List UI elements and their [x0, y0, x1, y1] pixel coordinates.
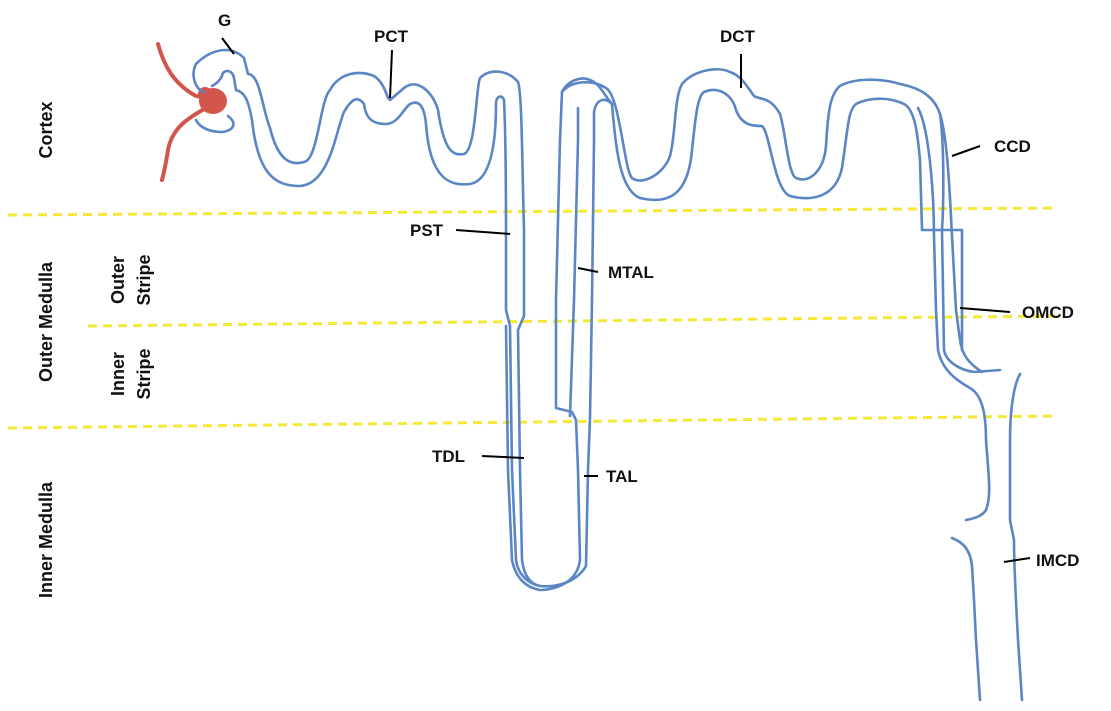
label-dct: DCT — [720, 27, 756, 46]
pct-tubule-outer — [196, 50, 590, 586]
label-mtal: MTAL — [608, 263, 654, 282]
imcd-left-wall — [1010, 374, 1022, 700]
imcd-right-wall — [952, 538, 980, 700]
label-omcd: OMCD — [1022, 303, 1074, 322]
g-leader — [222, 38, 234, 54]
ccd-leader — [952, 146, 980, 156]
label-imcd: IMCD — [1036, 551, 1079, 570]
mtal-inner-channel — [570, 108, 578, 416]
pct-tubule-inner — [222, 71, 540, 586]
mtal-inner-wall — [556, 79, 612, 421]
pst-leader — [456, 230, 510, 234]
efferent-arteriole — [162, 108, 206, 180]
zone-label-inner-medulla: Inner Medulla — [36, 481, 56, 598]
mtal-outer-wall — [590, 100, 612, 418]
zone-label-inner-stripe-1: Inner — [108, 352, 128, 396]
label-pct: PCT — [374, 27, 409, 46]
imcd-leader — [1004, 558, 1030, 562]
label-g: G — [218, 11, 231, 30]
label-tal: TAL — [606, 467, 638, 486]
omcd-leader — [960, 308, 1010, 312]
zone-label-outer-stripe-1: Outer — [108, 256, 128, 304]
ccd-inner-wall — [918, 108, 989, 520]
pct-leader — [390, 50, 392, 98]
cortex-medulla-boundary — [8, 208, 1058, 215]
zone-label-outer-stripe-2: Stripe — [134, 254, 154, 305]
tal-thin-limb — [542, 420, 580, 590]
label-pst: PST — [410, 221, 444, 240]
zone-label-inner-stripe-2: Stripe — [134, 348, 154, 399]
mtal-leader — [578, 268, 598, 272]
label-tdl: TDL — [432, 447, 465, 466]
zone-label-outer-medulla: Outer Medulla — [36, 261, 56, 382]
zone-label-cortex: Cortex — [36, 101, 56, 158]
outer-inner-medulla-boundary — [8, 416, 1058, 428]
dct-tubule-inner — [612, 90, 962, 350]
tdl-leader — [482, 456, 524, 458]
label-ccd: CCD — [994, 137, 1031, 156]
